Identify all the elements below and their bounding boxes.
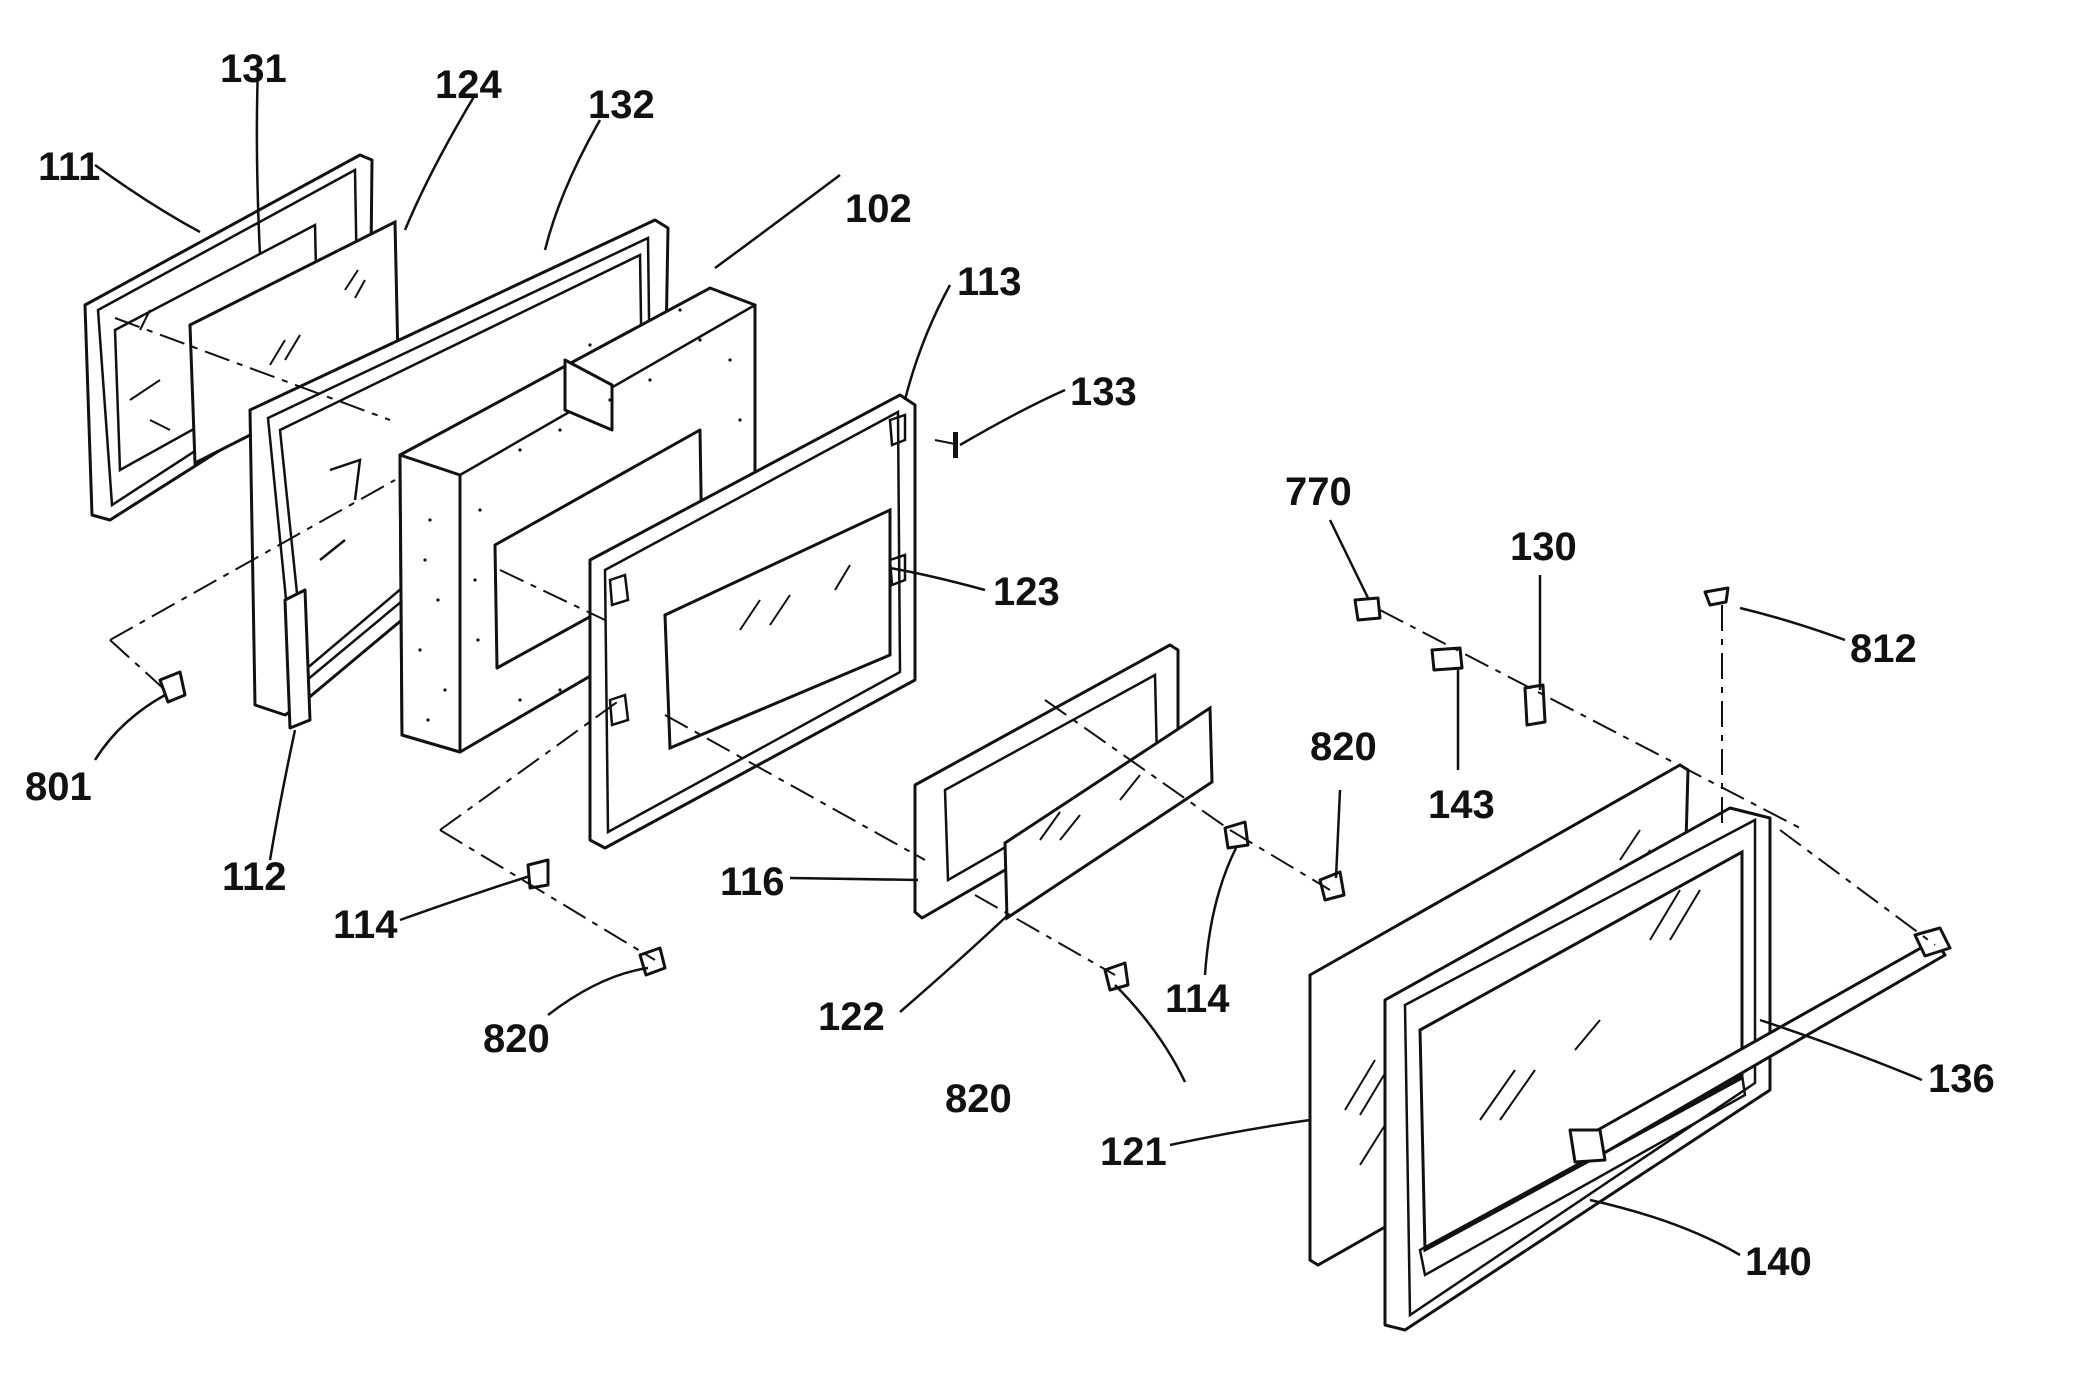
- leader-lines: [93, 67, 1923, 1257]
- callout-124: 124: [435, 63, 502, 107]
- outer-door-frame-part: [1383, 806, 1772, 1332]
- clip-133-part: [953, 432, 958, 458]
- callout-113: 113: [957, 260, 1022, 304]
- callout-801: 801: [25, 765, 92, 809]
- spacer-143-part: [1430, 646, 1464, 672]
- callout-136: 136: [1928, 1057, 1995, 1101]
- callout-812: 812: [1850, 627, 1917, 671]
- glass-122-part: [1003, 705, 1214, 921]
- callout-820-right: 820: [1310, 725, 1377, 769]
- bracket-114a-part: [526, 858, 550, 890]
- callout-122: 122: [818, 995, 885, 1039]
- screw-812-part: [1703, 586, 1730, 607]
- insulation-block-part: [398, 286, 757, 754]
- callout-143: 143: [1428, 783, 1495, 827]
- callout-820-left: 820: [483, 1017, 550, 1061]
- screw-770-part: [1353, 596, 1382, 622]
- callout-130: 130: [1510, 525, 1577, 569]
- callout-121: 121: [1100, 1130, 1167, 1174]
- screw-820a-part: [1318, 870, 1346, 902]
- screw-820c-part: [1103, 961, 1130, 992]
- callout-132: 132: [588, 83, 655, 127]
- door-panel-part: [588, 393, 917, 850]
- assembly-lines: [109, 317, 1936, 976]
- callout-114-left: 114: [333, 903, 398, 947]
- callout-133: 133: [1070, 370, 1137, 414]
- callout-140: 140: [1745, 1240, 1812, 1284]
- callout-123: 123: [993, 570, 1060, 614]
- callout-131: 131: [220, 47, 287, 91]
- callout-102: 102: [845, 187, 912, 231]
- screw-820b-part: [638, 946, 667, 977]
- callout-112: 112: [222, 855, 287, 899]
- callout-114-right: 114: [1165, 977, 1230, 1021]
- screw-801-part: [158, 670, 187, 704]
- clip-130-part: [1523, 683, 1547, 727]
- callout-770: 770: [1285, 470, 1352, 514]
- handle-part: [1568, 926, 1952, 1164]
- callout-820-middle: 820: [945, 1077, 1012, 1121]
- callout-111: 111: [38, 145, 100, 189]
- callout-116: 116: [720, 860, 785, 904]
